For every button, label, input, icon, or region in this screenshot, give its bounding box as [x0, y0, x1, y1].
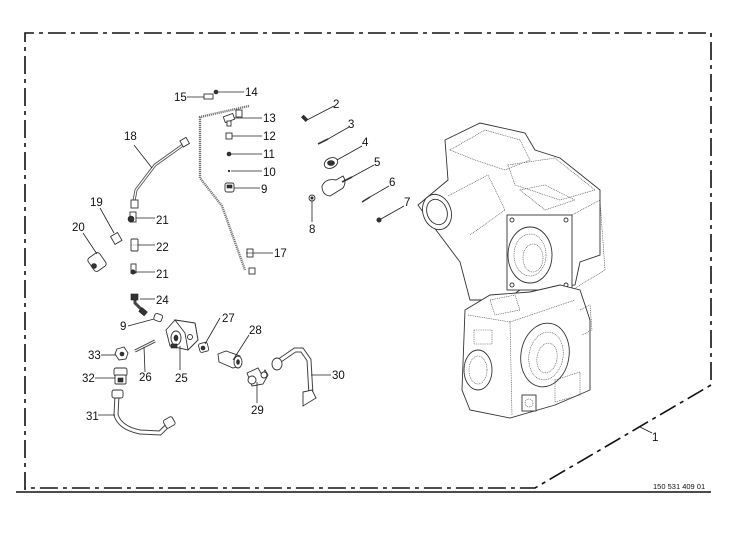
callout-6[interactable]: 6 — [389, 177, 395, 189]
part-ring-10 — [227, 169, 262, 173]
part-pipe-long — [198, 104, 256, 275]
callout-7[interactable]: 7 — [404, 197, 410, 209]
part-tee-29 — [246, 367, 269, 403]
part-fitting-15 — [187, 93, 214, 100]
callout-10[interactable]: 10 — [263, 167, 276, 179]
callout-8[interactable]: 8 — [309, 224, 315, 236]
callout-31[interactable]: 31 — [86, 411, 99, 423]
callout-14[interactable]: 14 — [245, 87, 258, 99]
callout-17[interactable]: 17 — [274, 248, 287, 260]
part-elbow-24 — [130, 293, 155, 317]
callout-9-lower[interactable]: 9 — [120, 321, 126, 333]
part-pin — [317, 126, 350, 145]
part-fitting-17 — [246, 248, 273, 258]
callout-12[interactable]: 12 — [263, 131, 276, 143]
part-nut-12 — [225, 132, 262, 140]
callout-3[interactable]: 3 — [348, 119, 354, 131]
callout-21-lower[interactable]: 21 — [156, 269, 169, 281]
callout-33[interactable]: 33 — [88, 350, 101, 362]
callout-labels: 1 2 3 4 5 6 7 8 9 9 10 11 12 13 14 15 17… — [72, 87, 658, 444]
callout-30[interactable]: 30 — [332, 370, 345, 382]
callout-9-upper[interactable]: 9 — [261, 184, 267, 196]
part-nut-9-upper — [224, 182, 260, 193]
callout-29[interactable]: 29 — [251, 405, 264, 417]
part-pipe-31 — [98, 389, 176, 436]
callout-28[interactable]: 28 — [249, 325, 262, 337]
callout-25[interactable]: 25 — [175, 373, 188, 385]
callout-27[interactable]: 27 — [222, 313, 235, 325]
callout-20[interactable]: 20 — [72, 222, 85, 234]
part-stud-26 — [134, 339, 156, 373]
callout-13[interactable]: 13 — [263, 113, 276, 125]
callout-32[interactable]: 32 — [82, 373, 95, 385]
part-nut-33 — [101, 346, 129, 361]
callout-11[interactable]: 11 — [263, 149, 275, 161]
gearbox-housing — [417, 122, 606, 419]
part-fitting-32 — [95, 367, 128, 385]
part-plug-19 — [99, 207, 123, 245]
callout-21-upper[interactable]: 21 — [156, 215, 169, 227]
part-switch-20 — [82, 232, 107, 272]
part-washer — [308, 194, 316, 222]
part-clamp — [323, 145, 363, 169]
part-screw-14 — [213, 89, 244, 95]
part-fitting-27 — [198, 317, 221, 353]
part-nut-7 — [376, 205, 405, 223]
callout-26[interactable]: 26 — [139, 372, 152, 384]
assembly-frame — [16, 32, 712, 493]
callout-18[interactable]: 18 — [124, 131, 137, 143]
callout-19[interactable]: 19 — [90, 197, 103, 209]
callout-4[interactable]: 4 — [362, 137, 369, 149]
part-bolt — [301, 105, 335, 122]
callout-1[interactable]: 1 — [652, 432, 658, 444]
part-banjo-21-upper — [127, 211, 155, 223]
part-banjo-21-lower — [130, 263, 155, 275]
part-fitting-13 — [222, 112, 262, 127]
callout-15[interactable]: 15 — [174, 92, 187, 104]
part-adapter-28 — [217, 334, 250, 369]
part-pipe-30 — [271, 347, 331, 407]
part-adapter-22 — [130, 238, 155, 252]
part-pipe-18 — [130, 136, 191, 209]
callout-2[interactable]: 2 — [333, 99, 339, 111]
part-pin-6 — [361, 185, 390, 203]
callout-22[interactable]: 22 — [156, 242, 169, 254]
callout-5[interactable]: 5 — [374, 157, 380, 169]
drawing-reference-number: 150 531 409 01 — [653, 482, 705, 491]
part-nut-9-lower — [127, 312, 164, 327]
callout-24[interactable]: 24 — [156, 295, 169, 307]
part-bracket — [321, 164, 375, 197]
part-pump-25 — [165, 319, 199, 370]
part-ball-11 — [226, 151, 262, 157]
